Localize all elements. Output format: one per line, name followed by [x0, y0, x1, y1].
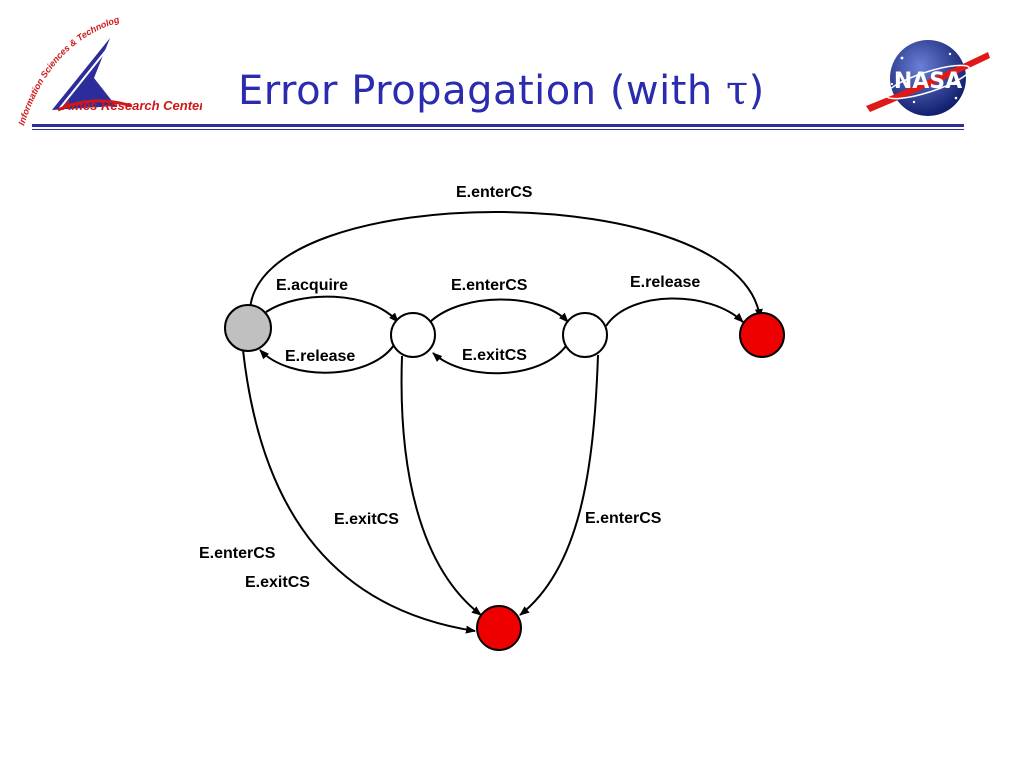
label-left-exitcs: E.exitCS [245, 574, 310, 591]
ames-research-center-logo: Information Sciences & Technology Ames R… [12, 14, 202, 127]
title-rule-thin [32, 129, 964, 130]
label-middle-exitcs: E.exitCS [462, 347, 527, 364]
nasa-logo-vector [866, 52, 990, 112]
label-middle-entercs: E.enterCS [451, 277, 528, 294]
edge-down-exitcs [400, 355, 482, 616]
nasa-logo-wordmark: NASA [894, 69, 962, 94]
slide-title: Error Propagation (with τ) [238, 68, 765, 114]
nasa-logo: NASA [866, 40, 990, 116]
state-acquired [390, 312, 436, 358]
label-release-right: E.release [630, 274, 700, 291]
ames-logo-swoosh [52, 38, 116, 110]
label-top-entercs: E.enterCS [456, 184, 533, 201]
title-text: Error Propagation (with [238, 68, 726, 114]
edge-release-left [259, 344, 395, 374]
label-left-entercs: E.enterCS [199, 545, 276, 562]
edge-middle-entercs [429, 298, 569, 323]
label-release-left: E.release [285, 348, 355, 365]
label-down-entercs: E.enterCS [585, 510, 662, 527]
state-initial [224, 304, 272, 352]
ames-logo-name: Ames Research Center [61, 98, 202, 113]
edge-acquire [265, 295, 399, 323]
edge-left-to-bottom [242, 349, 476, 634]
title-tau-symbol: τ [726, 68, 749, 114]
label-down-exitcs: E.exitCS [334, 511, 399, 528]
edge-release-right [605, 297, 744, 327]
state-error-bottom [476, 605, 522, 651]
state-in-cs [562, 312, 608, 358]
edge-middle-exitcs [432, 345, 567, 375]
title-text-end: ) [748, 68, 765, 114]
label-acquire: E.acquire [276, 277, 348, 294]
edge-top-entercs [249, 211, 763, 319]
state-error-right [739, 312, 785, 358]
title-rule-thick [32, 124, 964, 127]
edge-down-entercs [519, 354, 599, 616]
